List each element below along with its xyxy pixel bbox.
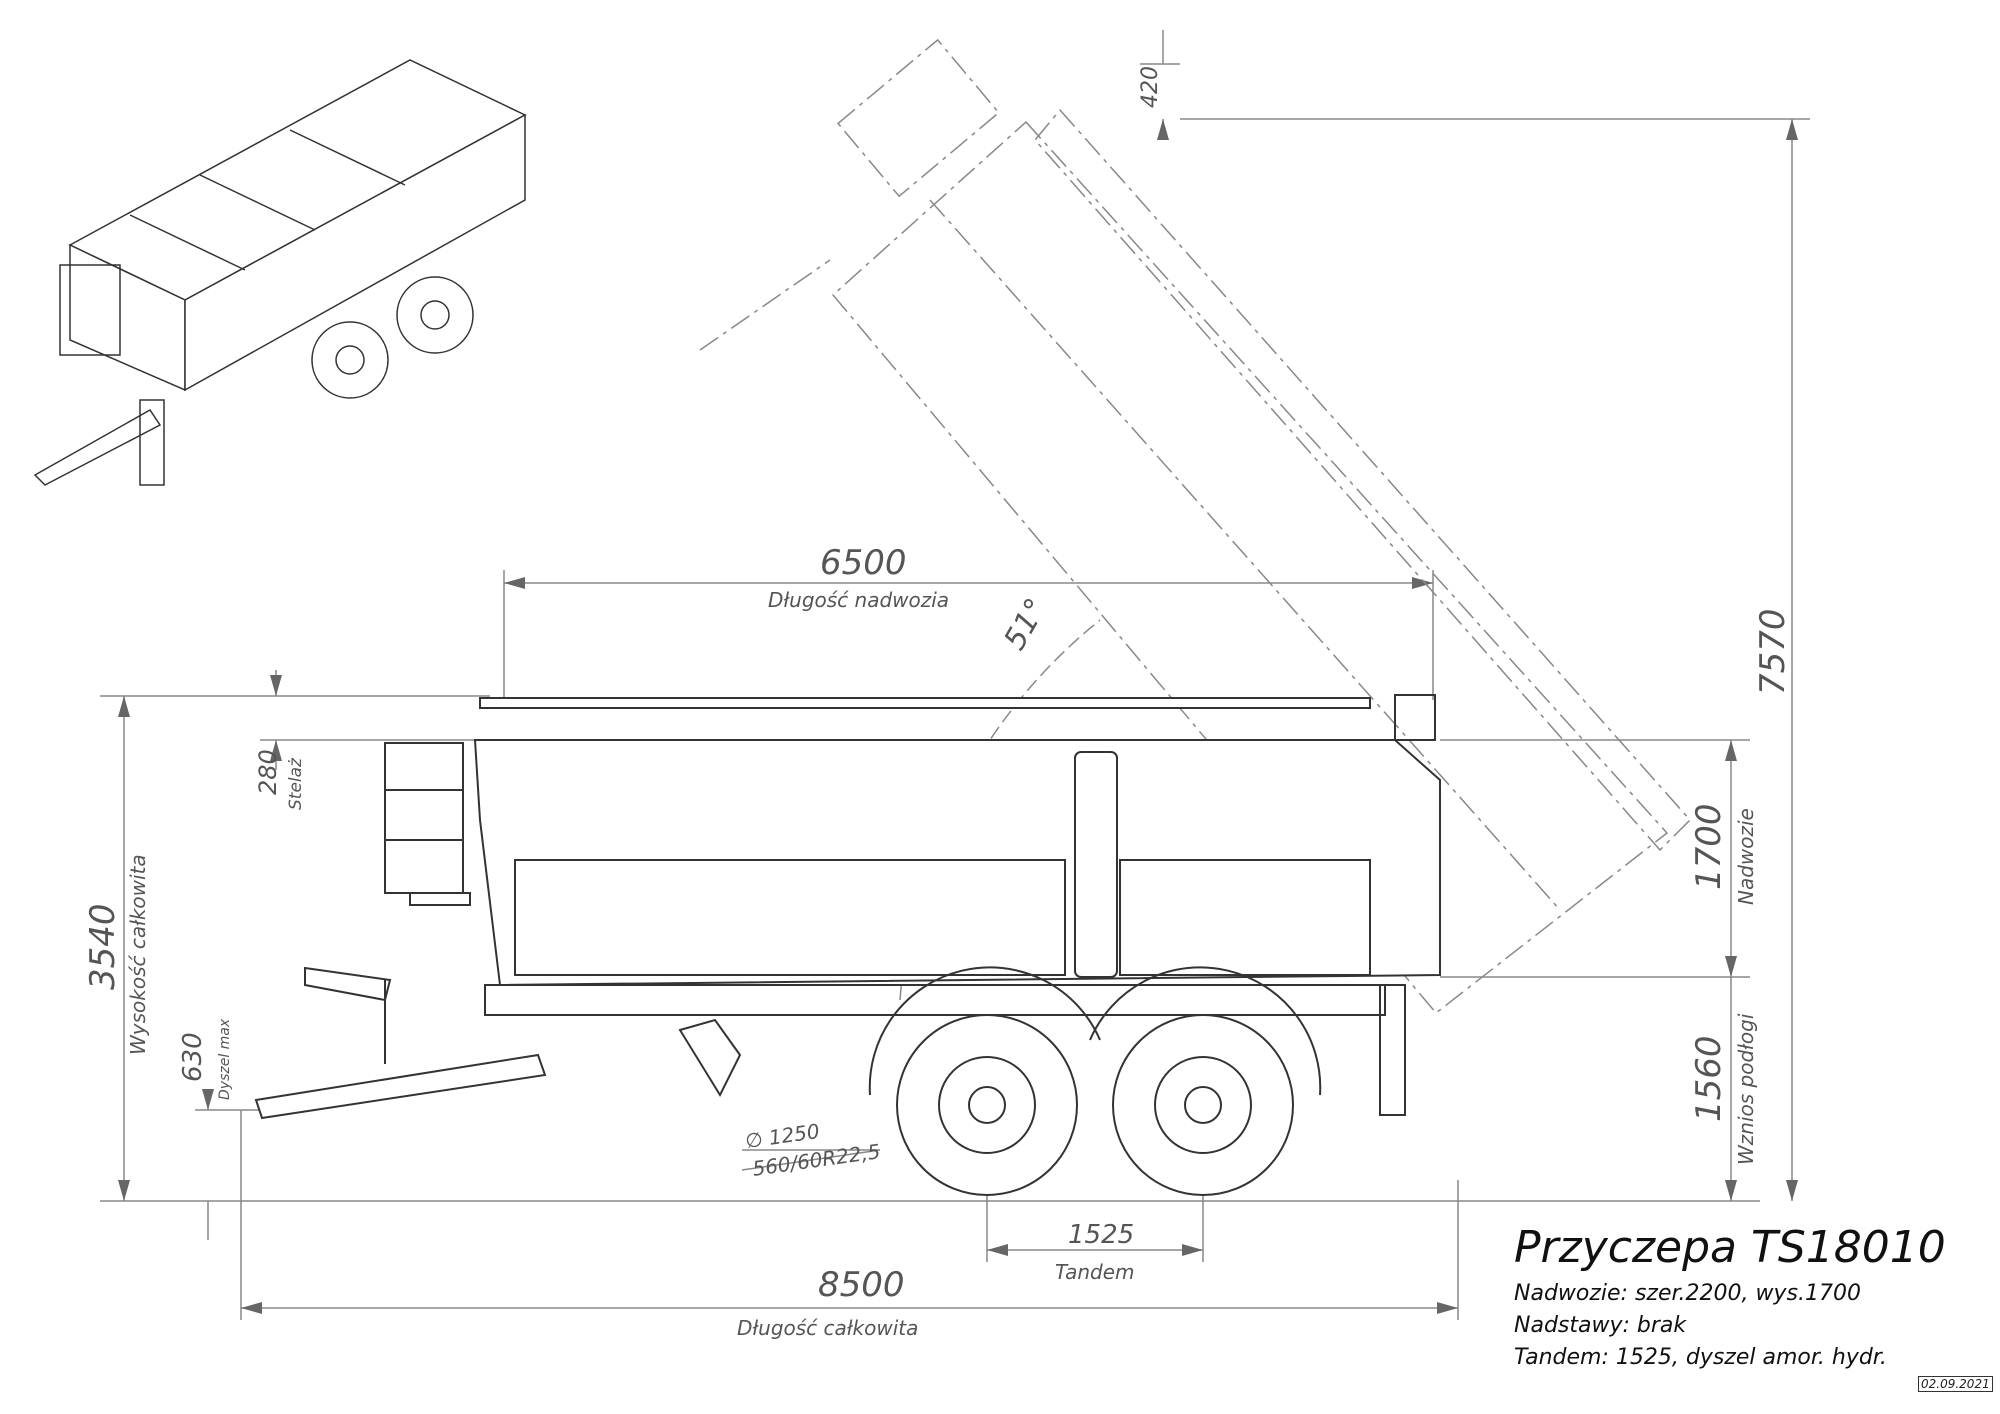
chassis [484,984,1386,1016]
wheels [868,966,1322,1196]
total-height-label: Wysokość całkowita [126,854,150,1055]
total-length-value: 8500 [818,1265,905,1305]
trailer-side-view [254,694,1441,1120]
isometric-view [33,59,527,486]
drawing-title: Przyczepa TS18010 [1514,1222,1946,1273]
body [473,739,1441,987]
drawbar-label: Dyszel max [217,1018,233,1100]
spec-line-body: Nadwozie: szer.2200, wys.1700 [1514,1281,1861,1306]
tipped-body-outline [699,38,1692,1015]
total-height-value: 3540 [83,903,123,990]
tandem-label: Tandem [1055,1260,1135,1284]
tandem-value: 1525 [1068,1220,1135,1250]
drawbar [254,1053,547,1120]
body-height-label: Nadwozie [1734,808,1758,905]
spec-line-tandem: Tandem: 1525, dyszel amor. hydr. [1514,1345,1887,1370]
top-rail [479,697,1371,709]
ladder-platform [384,742,464,894]
tipped-height-value: 7570 [1753,608,1793,695]
floor-height-label: Wznios podłogi [1734,1013,1758,1165]
tipped-extra-value: 420 [1138,66,1163,108]
spec-line-extensions: Nadstawy: brak [1514,1313,1687,1338]
frame-label: Stelaż [286,758,306,810]
frame-value: 280 [254,749,282,795]
total-length-label: Długość całkowita [737,1316,919,1340]
floor-height-value: 1560 [1689,1035,1729,1122]
body-length-value: 6500 [820,543,907,583]
body-height-value: 1700 [1689,803,1729,890]
drawing-date: 02.09.2021 [1918,1376,1993,1392]
body-length-label: Długość nadwozia [768,588,950,612]
drawbar-value: 630 [178,1032,208,1082]
